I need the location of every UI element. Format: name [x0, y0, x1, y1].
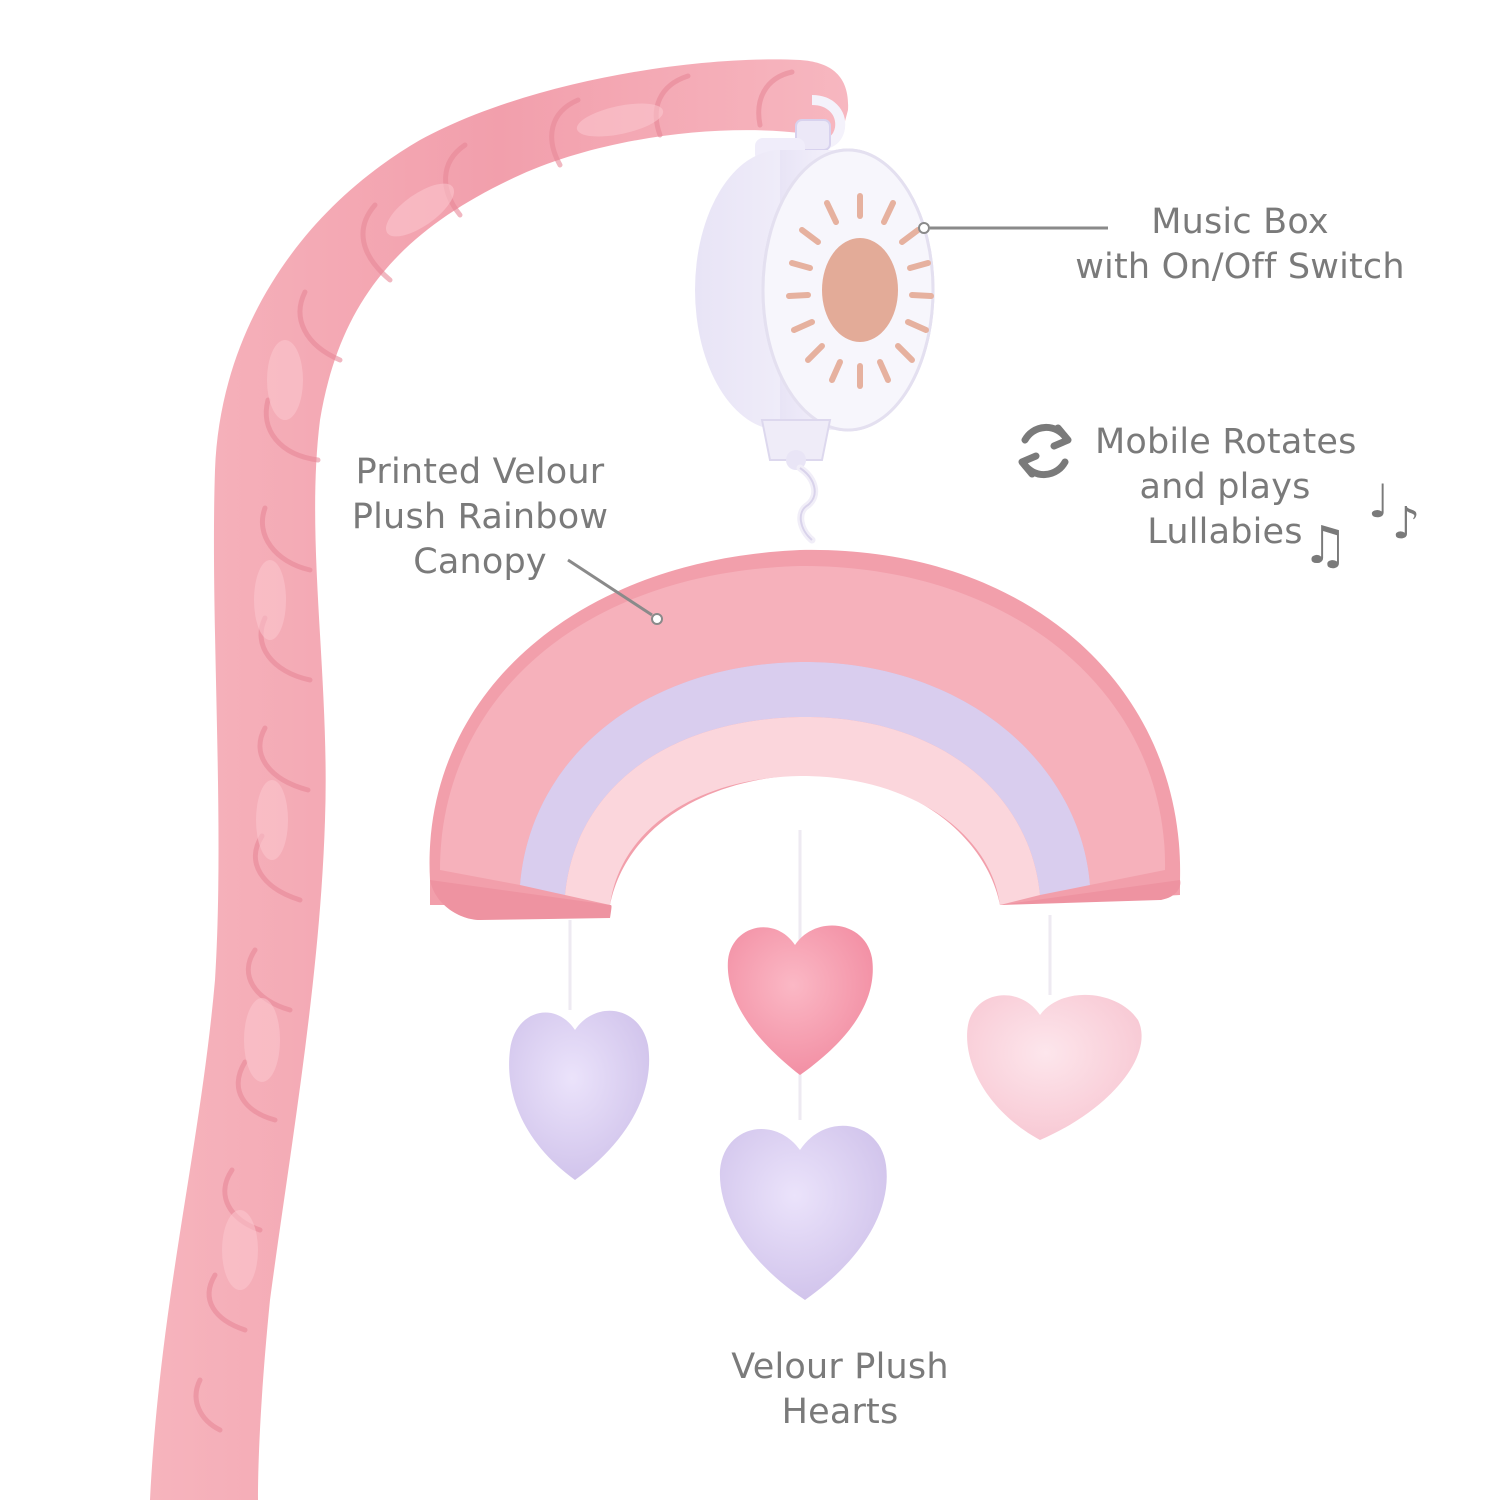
callout-canopy-line-3: Canopy [413, 542, 547, 582]
callout-hearts-line-2: Hearts [781, 1392, 899, 1432]
callout-rotates-line-2: and plays [1139, 467, 1311, 507]
sun-icon [786, 193, 934, 389]
callout-canopy-line-2: Plush Rainbow [351, 497, 609, 537]
mobile-arm [150, 59, 849, 1500]
heart-pink-center [727, 925, 873, 1075]
callout-music-line-2: with On/Off Switch [1075, 247, 1405, 287]
plush-hearts [509, 925, 1142, 1300]
callout-music-line-1: Music Box [1151, 202, 1329, 242]
music-note-eighth-icon: ♪ [1392, 498, 1421, 549]
heart-lavender-left [509, 1010, 650, 1180]
callout-canopy-line-1: Printed Velour [355, 452, 605, 492]
callout-music-box: Music Box with On/Off Switch [1060, 200, 1420, 290]
callout-rotates-line-3: Lullabies [1147, 512, 1303, 552]
callout-canopy: Printed Velour Plush Rainbow Canopy [340, 450, 620, 585]
leader-lines [567, 222, 1108, 625]
callout-hearts: Velour Plush Hearts [700, 1345, 980, 1435]
music-note-quarter-icon: ♩ [1368, 474, 1390, 528]
heart-light-pink-right [967, 994, 1142, 1140]
music-box [695, 138, 935, 470]
music-note-beamed-icon: ♫ [1302, 516, 1349, 576]
heart-strings [568, 830, 1052, 1120]
callout-hearts-line-1: Velour Plush [731, 1347, 949, 1387]
canopy-hook [796, 464, 819, 544]
heart-lavender-bottom [719, 1125, 887, 1300]
callout-rotates: Mobile Rotates and plays Lullabies [1095, 420, 1357, 555]
rotate-arrows-icon [1018, 423, 1072, 479]
callout-rotates-line-1: Mobile Rotates [1095, 422, 1357, 462]
hanger-hook [795, 95, 846, 151]
rainbow-canopy [429, 549, 1181, 920]
